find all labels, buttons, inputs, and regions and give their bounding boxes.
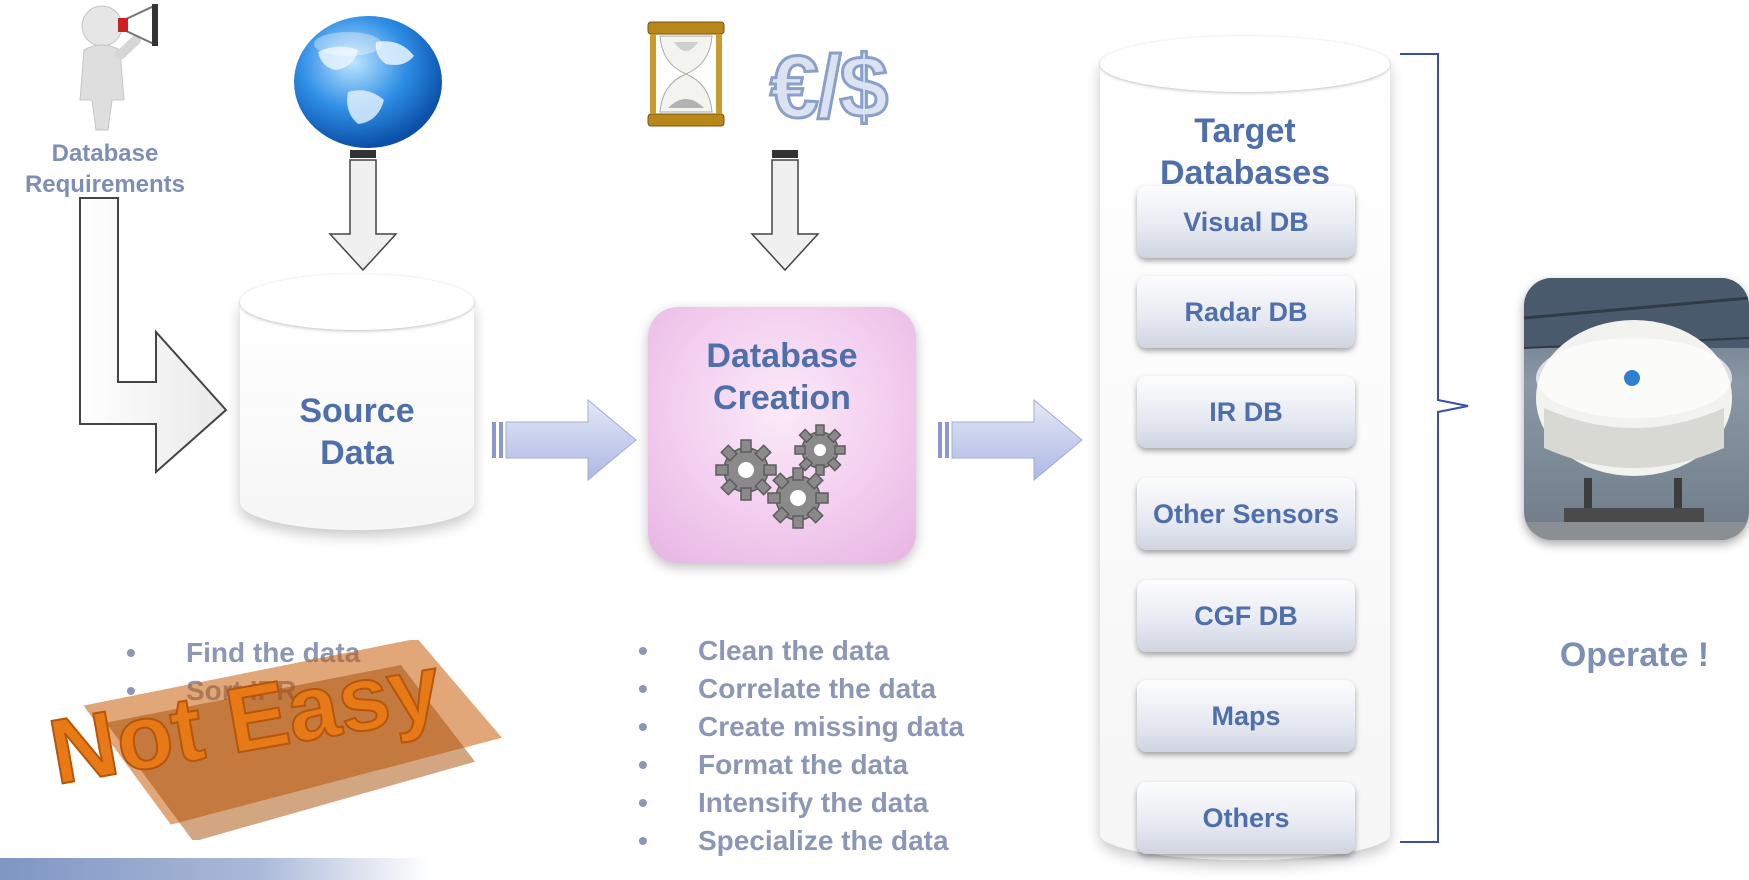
process-bullet-1: Clean the data	[638, 632, 1038, 670]
target-cylinder-top	[1100, 36, 1390, 92]
cost-down-arrow	[750, 150, 820, 272]
maps-button[interactable]: Maps	[1137, 680, 1355, 752]
process-bullet-2: Correlate the data	[638, 670, 1038, 708]
target-databases-title: Target Databases	[1159, 112, 1331, 184]
source-data-label: Source Data	[299, 392, 415, 472]
requirements-arrow	[79, 197, 228, 474]
presenter-megaphone-icon	[79, 4, 158, 131]
source-cylinder-top	[240, 274, 474, 330]
source-to-creation-arrow	[492, 398, 637, 482]
process-bullet-3: Create missing data	[638, 708, 1038, 746]
footer-gradient-bar	[0, 858, 430, 880]
other-sensors-button[interactable]: Other Sensors	[1137, 478, 1355, 550]
process-bullet-4: Format the data	[638, 746, 1038, 784]
globe-icon	[294, 16, 442, 148]
visual-db-button[interactable]: Visual DB	[1137, 186, 1355, 258]
gears-icon	[715, 424, 846, 529]
process-bullets: Clean the data Correlate the data Create…	[638, 632, 1038, 860]
flight-simulator-photo	[1524, 278, 1749, 540]
source-data-cylinder	[240, 302, 474, 530]
process-bullet-6: Specialize the data	[638, 822, 1038, 860]
process-bullet-5: Intensify the data	[638, 784, 1038, 822]
currency-symbols: €/$	[768, 37, 889, 136]
database-creation-label: Database Creation	[706, 337, 858, 417]
requirements-label: Database Requirements	[24, 140, 186, 198]
ir-db-button[interactable]: IR DB	[1137, 376, 1355, 448]
creation-to-target-arrow	[938, 398, 1083, 482]
curly-brace	[1400, 53, 1469, 843]
others-button[interactable]: Others	[1137, 782, 1355, 854]
globe-down-arrow	[328, 150, 398, 272]
simulator-dome-icon	[1524, 278, 1749, 540]
radar-db-button[interactable]: Radar DB	[1137, 276, 1355, 348]
cgf-db-button[interactable]: CGF DB	[1137, 580, 1355, 652]
hourglass-icon	[647, 21, 725, 127]
operate-label: Operate !	[1559, 636, 1710, 674]
not-easy-wordart: Not Easy	[41, 640, 502, 840]
